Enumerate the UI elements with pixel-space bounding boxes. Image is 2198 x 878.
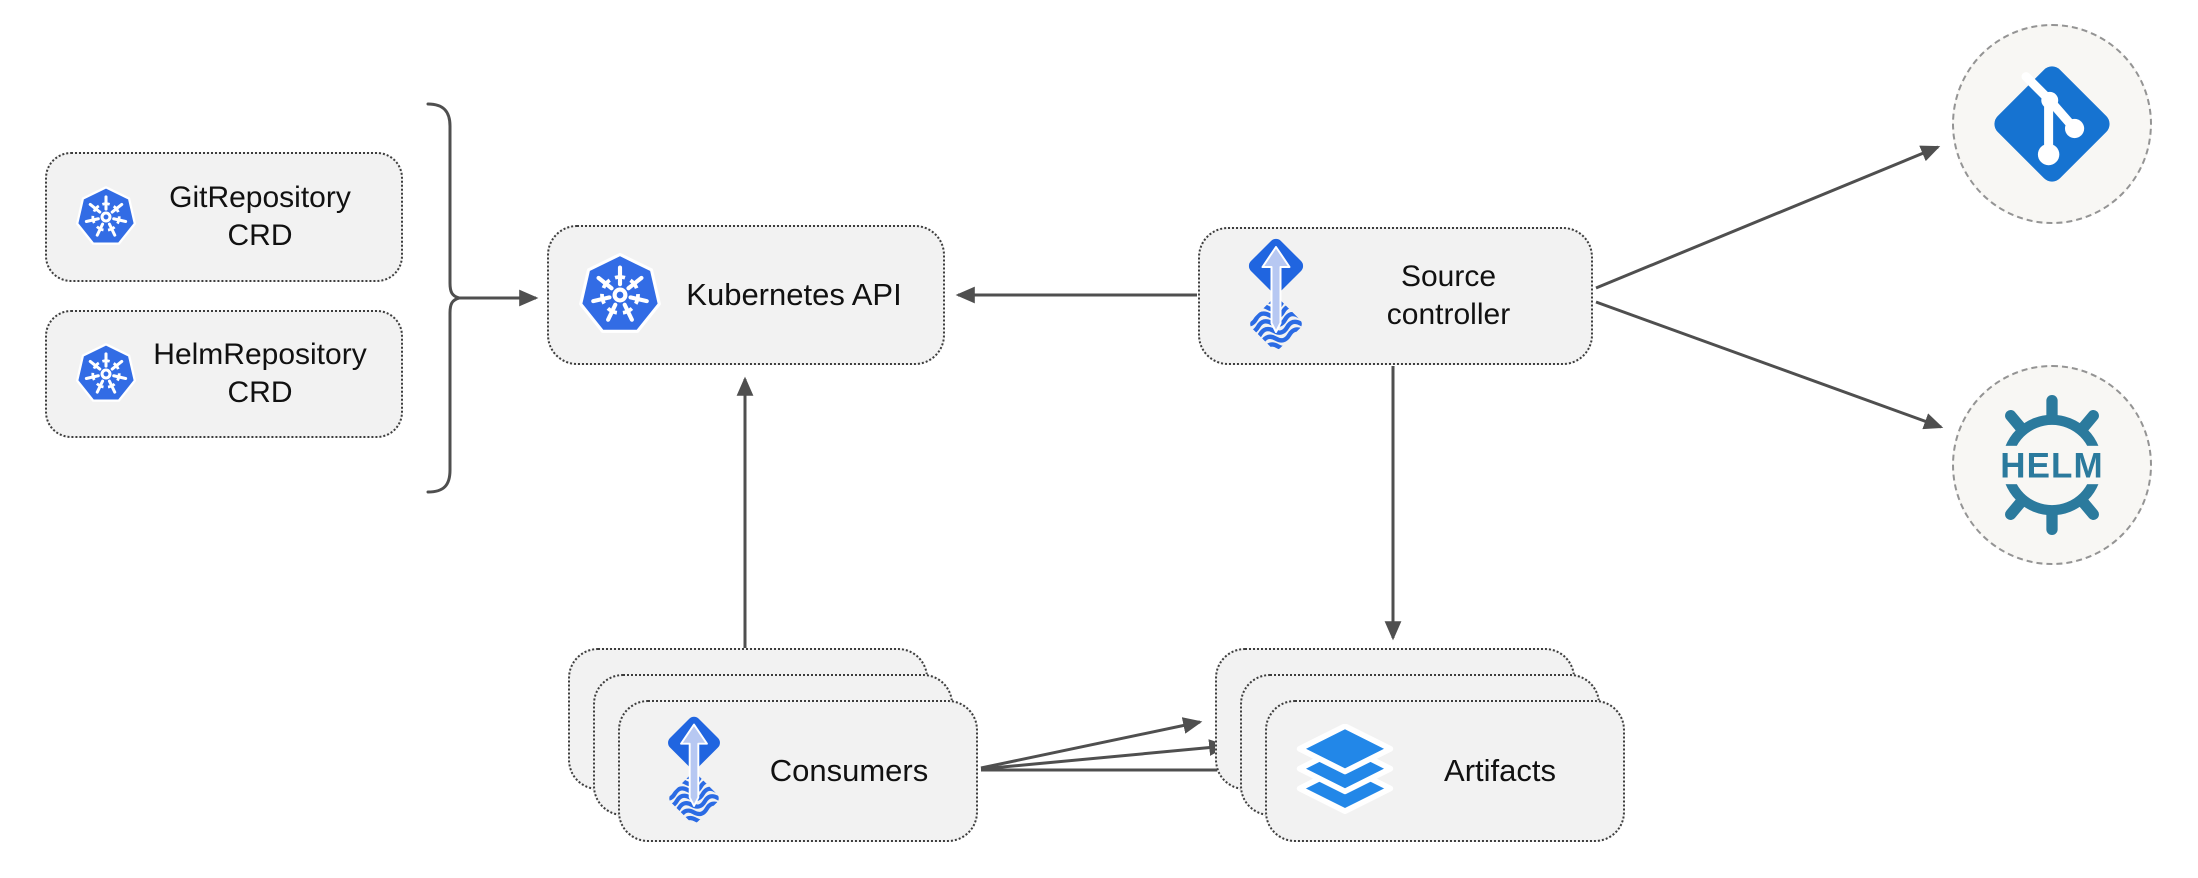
node-source-controller: Source controller (1198, 227, 1593, 365)
gitrepository-crd-label: GitRepository CRD (139, 179, 381, 255)
git-icon (1973, 45, 2131, 203)
node-kubernetes-api: Kubernetes API (547, 225, 945, 365)
crd-group-bracket (426, 102, 465, 494)
gitrepository-crd-line1: GitRepository (169, 181, 351, 214)
kubernetes-icon (73, 184, 139, 250)
kubernetes-api-label: Kubernetes API (686, 277, 902, 312)
flux-icon (646, 714, 742, 829)
node-git-remote (1952, 24, 2152, 224)
helmrepository-crd-label: HelmRepository CRD (139, 336, 381, 412)
consumers-label: Consumers (769, 753, 929, 788)
source-controller-label: Source controller (1326, 258, 1571, 334)
helmrepository-crd-line1: HelmRepository (153, 338, 367, 371)
edge-consumers-to-artifacts-2 (980, 739, 1229, 771)
node-artifacts: Artifacts (1265, 700, 1625, 842)
node-helmrepository-crd: HelmRepository CRD (45, 310, 403, 438)
artifacts-label: Artifacts (1444, 753, 1556, 788)
edge-source-controller-to-git (1595, 145, 1941, 290)
source-controller-line1: Source (1400, 260, 1497, 293)
edge-consumers-to-artifacts-1 (980, 717, 1203, 770)
helm-wordmark: HELM (2000, 446, 2104, 485)
gitrepository-crd-line2: CRD (227, 219, 293, 252)
edge-source-controller-to-helm (1595, 300, 1944, 430)
node-consumers: Consumers (618, 700, 978, 842)
flux-icon (1226, 236, 1326, 356)
kubernetes-icon (575, 250, 665, 340)
node-gitrepository-crd: GitRepository CRD (45, 152, 403, 282)
kubernetes-icon (73, 341, 139, 407)
helmrepository-crd-line2: CRD (227, 376, 293, 409)
source-controller-line2: controller (1386, 298, 1511, 331)
node-helm-remote: HELM (1952, 365, 2152, 565)
helm-icon: HELM (1973, 386, 2131, 544)
layers-icon (1293, 724, 1397, 819)
